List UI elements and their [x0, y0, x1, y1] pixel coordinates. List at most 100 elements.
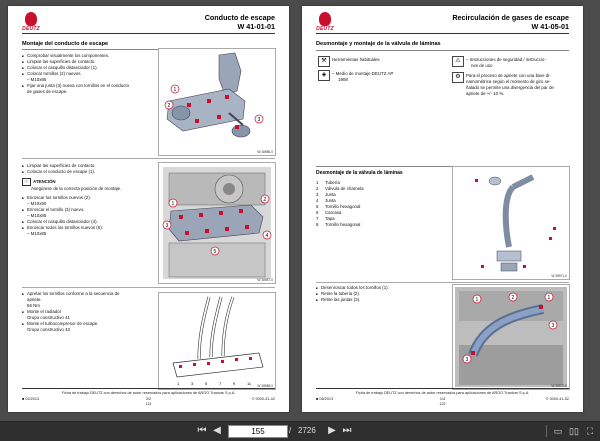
instruction-detail: – M10x85	[27, 231, 47, 236]
attention-warning-icon: ☞	[22, 178, 31, 186]
page-footer: Ficha de trabajo DEUTZ con derechos de a…	[22, 388, 275, 408]
instruction-block-2: Limpiar las superficies de contacto.Colo…	[22, 163, 152, 237]
first-page-button[interactable]: ⏮	[197, 425, 207, 436]
figure-id: W 38971-0	[551, 274, 567, 278]
part-name: Junta	[325, 198, 336, 203]
instruction-step: Retire la tubería (2).	[316, 291, 446, 297]
instruction-detail: Grupo constructivo 43	[27, 327, 70, 332]
attention-title: ATENCIÓN	[33, 179, 56, 185]
instruction-step: Enroscar el tornillo (3) nuevo.	[22, 207, 152, 213]
instruction-detail: – M10x85	[27, 213, 47, 218]
header-rule	[316, 33, 569, 34]
instruction-detail: – M10x90	[27, 201, 47, 206]
header-title-text: Recirculación de gases de escape	[452, 13, 569, 22]
figure-id: W 38987-0	[257, 278, 273, 282]
instruction-step: Retire las juntas (3).	[316, 297, 446, 303]
page-number-input[interactable]: 155	[228, 425, 288, 438]
instruction-step: Fijar una junta (3) nueva con tornillos …	[22, 83, 152, 89]
part-name: Tornillo hexagonal	[325, 222, 361, 227]
figure-pipe-removal: 1 2 1 3 3 W 38972-0	[452, 284, 570, 390]
header-rule	[22, 33, 275, 34]
fit-page-icon[interactable]: ▭	[553, 426, 563, 436]
svg-text:5: 5	[214, 249, 217, 255]
pipe-removal-illustration: 1 2 1 3 3	[455, 287, 567, 387]
svg-text:1: 1	[177, 381, 180, 386]
footer-doc-id: © 0000-41-02	[251, 397, 275, 401]
page-total: 2726	[298, 426, 316, 435]
instruction-detail: apriete.	[27, 297, 42, 302]
footer-date: ■ 08/2013	[316, 397, 334, 401]
torque-note: Para el proceso de apriete con una llave…	[466, 73, 578, 97]
attention-text: Asegúrese de la correcta posición de mon…	[31, 186, 122, 191]
figure-exhaust-manifold: 1 2 3 W 38986-0	[158, 48, 276, 156]
deutz-logo: DEUTZ	[316, 12, 334, 34]
instruction-block-1: Comprobar visualmente los componentes.Li…	[22, 53, 152, 95]
figure-reed-valve-exploded: W 38971-0	[452, 166, 570, 280]
section-title-2: Desmontaje de la válvula de láminas	[316, 170, 403, 176]
section-rule	[22, 49, 169, 50]
brand-wordmark: DEUTZ	[316, 26, 334, 32]
section-rule	[316, 166, 569, 167]
instruction-detail: – M10x85	[27, 77, 47, 82]
safety-instructions-text: – Instrucciones de seguridad / instrucci…	[466, 57, 576, 69]
torque-line-1: Para el proceso de apriete con una llave…	[466, 73, 551, 78]
footer-page-fraction: 2/2	[145, 397, 152, 401]
instruction-step: Limpiar las superficies de contacto.	[22, 163, 152, 169]
part-number: 3	[316, 192, 319, 197]
svg-text:1: 1	[174, 87, 177, 93]
svg-text:9: 9	[233, 381, 236, 386]
assembly-agent-label: Medio de montaje DEUTZ AP	[335, 71, 394, 76]
svg-text:5: 5	[205, 381, 208, 386]
previous-page-button[interactable]: ◀	[213, 425, 221, 436]
header-doc-code: W 41-01-01	[237, 21, 275, 31]
brand-wordmark: DEUTZ	[22, 26, 40, 32]
divider	[22, 158, 275, 159]
part-number: 1	[316, 180, 319, 185]
parts-list-row: 1 Tubería	[316, 180, 416, 186]
divider	[22, 287, 275, 288]
svg-text:2: 2	[512, 295, 515, 301]
safety-instructions-icon: ⚠	[452, 56, 464, 67]
svg-text:1: 1	[548, 295, 551, 301]
section-title: Desmontaje y montaje de la válvula de lá…	[316, 41, 441, 47]
svg-text:3: 3	[191, 381, 194, 386]
svg-text:3: 3	[466, 357, 469, 363]
torque-line-2: namométrica según el momento de giro se-	[466, 79, 551, 84]
last-page-button[interactable]: ⏭	[342, 425, 352, 436]
instruction-step: Limpiar las superficies de contacto.	[22, 59, 152, 65]
torque-line-4: apriete de +/- 10 %.	[466, 91, 505, 96]
part-number: 5	[316, 204, 319, 209]
instruction-step: Colocar el conducto de escape (1).	[22, 169, 152, 175]
footer-copyright: Ficha de trabajo DEUTZ con derechos de a…	[61, 391, 236, 395]
exhaust-manifold-illustration: 1 2 3	[164, 52, 264, 138]
part-name: Junta	[325, 192, 336, 197]
parts-list-row: 3 Junta	[316, 192, 416, 198]
tools-label: Herramientas habituales	[332, 57, 380, 62]
torque-line-3: ñalado se permite una divergencia del pa…	[466, 85, 554, 90]
part-number: 4	[316, 198, 319, 203]
deutz-logo: DEUTZ	[22, 12, 40, 34]
page-footer: Ficha de trabajo DEUTZ con derechos de a…	[316, 388, 569, 408]
footer-page-fraction: 1/4	[439, 397, 446, 401]
next-page-button[interactable]: ▶	[328, 425, 336, 436]
svg-text:3: 3	[166, 223, 169, 229]
instruction-detail: Grupo constructivo 41	[27, 315, 70, 320]
figure-id: W 38986-0	[257, 150, 273, 154]
instruction-step: Monte el radiador	[22, 309, 152, 315]
figure-id: W 38972-0	[551, 384, 567, 388]
part-number: 2	[316, 186, 319, 191]
part-name: Tubería	[325, 180, 340, 185]
attention-note: ☞ATENCIÓN Asegúrese de la correcta posic…	[22, 178, 152, 192]
fullscreen-icon[interactable]: ⛶	[586, 426, 594, 436]
svg-text:7: 7	[219, 381, 222, 386]
safety-line-1: Instrucciones de seguridad / instruccio-	[469, 57, 546, 62]
part-name: Tapa	[325, 216, 335, 221]
two-page-view-icon[interactable]: ▯▯	[569, 426, 579, 436]
tools-icon: ⚒	[318, 56, 330, 67]
page-header-title: Conducto de escape W 41-01-01	[205, 13, 275, 31]
figure-engine-assembly: 1 2 3 4 5 W 38987-0	[158, 162, 276, 284]
page-separator: /	[289, 426, 292, 435]
